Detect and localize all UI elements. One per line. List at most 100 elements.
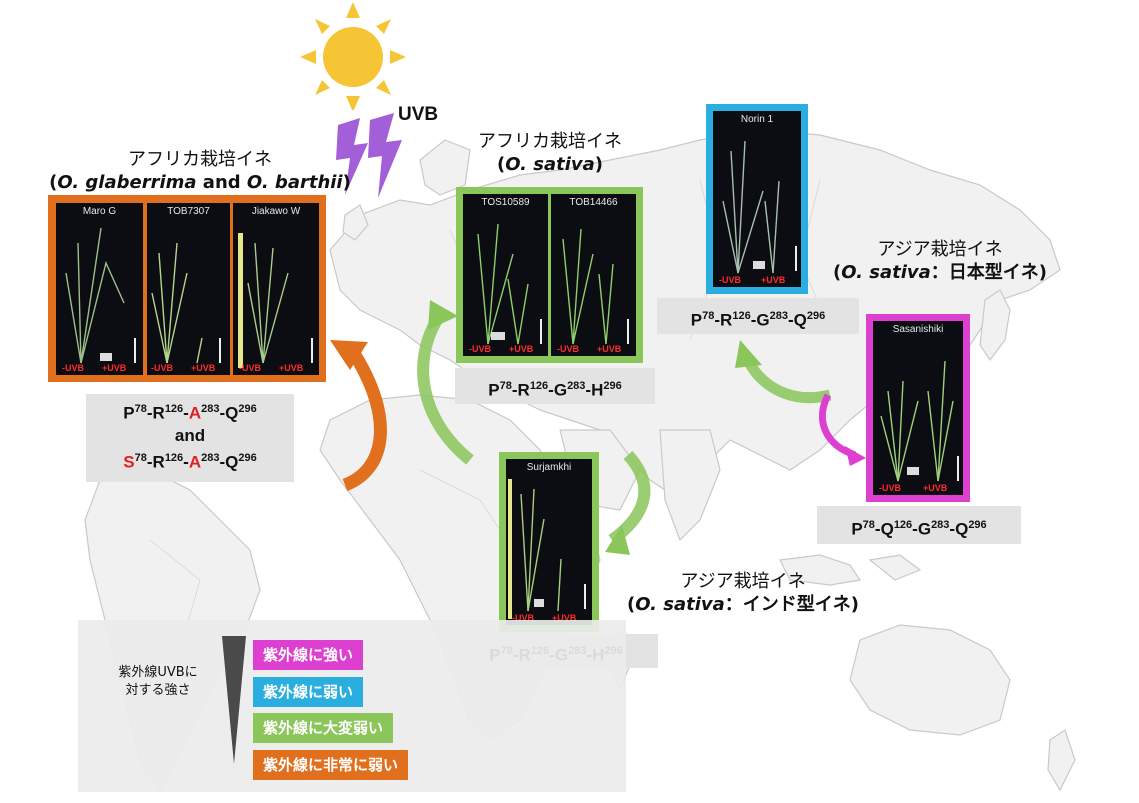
plant-illustration	[880, 360, 959, 482]
group-title-scientific: (O. sativa：インド型イネ)	[598, 593, 888, 616]
dash: -	[183, 403, 189, 423]
cultivar-label: TOB7307	[167, 206, 210, 217]
group-title-asian-japonica: アジア栽培イネ (O. sativa：日本型イネ)	[800, 238, 1080, 284]
species-name: O. sativa	[505, 154, 595, 175]
cultivar-label: TOS10589	[481, 197, 530, 208]
residue-variant: A	[188, 403, 202, 423]
plant-illustration	[562, 228, 629, 345]
position: 78	[134, 403, 147, 415]
residue: -Q	[219, 452, 239, 472]
and-text: and	[174, 425, 206, 445]
legend-item-strong: 紫外線に強い	[253, 640, 364, 670]
position: 296	[603, 380, 622, 392]
species-name: O. sativa	[635, 594, 725, 615]
position: 283	[201, 403, 220, 415]
plus-uvb-label: +UVB	[761, 275, 786, 285]
plant-illustration	[65, 227, 136, 364]
legend-axis-line: 対する強さ	[125, 683, 191, 698]
position: 126	[164, 403, 184, 415]
minus-uvb-label: -UVB	[151, 363, 173, 373]
residue: -G	[750, 310, 770, 330]
cultivar-label: Jiakawo W	[251, 206, 301, 217]
plant-illustration	[508, 479, 586, 619]
position: 126	[164, 451, 184, 464]
plant-photo: TOB7307 -UVB +UVB	[147, 203, 230, 375]
residue: P	[851, 519, 863, 539]
cultivar-label: TOB14466	[569, 197, 618, 208]
legend-axis-line: 紫外線UVBに	[118, 665, 198, 680]
paren-open: (	[49, 172, 58, 193]
residue: -G	[912, 519, 932, 539]
plant-photo: Surjamkhi -UVB +UVB	[506, 459, 592, 625]
title-rest: ：インド型イネ)	[724, 594, 859, 615]
minus-uvb-label: -UVB	[557, 344, 579, 354]
plant-photo: Maro G -UVB +UVB	[56, 203, 143, 375]
plus-uvb-label: +UVB	[102, 363, 127, 373]
residue: P	[123, 403, 135, 423]
group-title-scientific: (O. glaberrima and O. barthii)	[20, 171, 380, 194]
residue: P	[488, 380, 500, 400]
group-title-jp: アフリカ栽培イネ	[128, 149, 272, 170]
legend-item-very-weak: 紫外線に大変弱い	[253, 713, 394, 743]
minus-uvb-label: -UVB	[469, 344, 491, 354]
plus-uvb-label: +UVB	[552, 613, 577, 623]
residue: -R	[146, 452, 165, 472]
uvb-lightning-icon	[336, 113, 402, 198]
position: 296	[806, 310, 826, 322]
residue: -R	[146, 403, 165, 423]
paren-open: (	[497, 154, 506, 175]
plus-uvb-label: +UVB	[597, 344, 622, 354]
position: 78	[499, 380, 512, 392]
plant-photo: Jiakawo W -UVB +UVB	[233, 203, 319, 375]
position: 283	[567, 380, 586, 392]
plus-uvb-label: +UVB	[279, 363, 304, 373]
residue: -R	[511, 380, 530, 400]
legend-axis-label: 紫外線UVBに 対する強さ	[94, 664, 222, 700]
plant-photo: TOS10589 -UVB +UVB	[463, 194, 548, 356]
position: 126	[529, 380, 549, 392]
uvb-label: UVB	[398, 104, 439, 125]
and-text: and	[196, 172, 247, 193]
position: 126	[893, 519, 913, 531]
minus-uvb-label: -UVB	[62, 363, 84, 373]
position: 78	[702, 310, 715, 322]
genotype-line: S78-R126-A283-Q296	[86, 447, 294, 474]
group-title-jp: アフリカ栽培イネ	[478, 131, 622, 152]
residue: P	[690, 310, 703, 330]
paren-close: )	[342, 172, 351, 193]
paren-open: (	[627, 594, 636, 615]
paren-close: )	[594, 154, 603, 175]
species-name: O. barthii	[246, 172, 343, 193]
species-name: O. glaberrima	[57, 172, 197, 193]
group-title-scientific: (O. sativa)	[430, 153, 670, 176]
cultivar-label: Norin 1	[740, 114, 774, 125]
residue: -Q	[874, 519, 894, 539]
cultivar-label: Surjamkhi	[526, 462, 572, 473]
plant-illustration	[238, 233, 313, 368]
position: 283	[201, 451, 220, 464]
plus-uvb-label: +UVB	[191, 363, 216, 373]
plant-illustration	[477, 223, 542, 345]
group-title-scientific: (O. sativa：日本型イネ)	[800, 261, 1080, 284]
cultivar-label: Sasanishiki	[892, 324, 944, 335]
genotype-asian-japonica: P78-R126-G283-Q296	[657, 298, 859, 334]
residue: -Q	[219, 403, 239, 423]
residue: -Q	[949, 519, 969, 539]
genotype-african-sativa: P78-R126-G283-H296	[455, 368, 655, 404]
plant-illustration	[722, 140, 797, 274]
genotype-asian-japonica-strong: P78-Q126-G283-Q296	[817, 506, 1021, 544]
group-title-african-glaberrima: アフリカ栽培イネ (O. glaberrima and O. barthii)	[20, 148, 380, 194]
residue: -R	[714, 310, 733, 330]
position: 296	[238, 451, 257, 464]
minus-uvb-label: -UVB	[879, 483, 901, 493]
plus-uvb-label: +UVB	[509, 344, 534, 354]
residue-variant: A	[188, 452, 202, 472]
position: 283	[769, 310, 788, 322]
position: 296	[968, 519, 987, 531]
minus-uvb-label: -UVB	[512, 613, 534, 623]
residue-variant: S	[123, 452, 135, 472]
dash: -	[183, 452, 189, 472]
sun-icon	[300, 2, 406, 110]
genotype-line: P78-R126-A283-Q296	[86, 398, 294, 425]
